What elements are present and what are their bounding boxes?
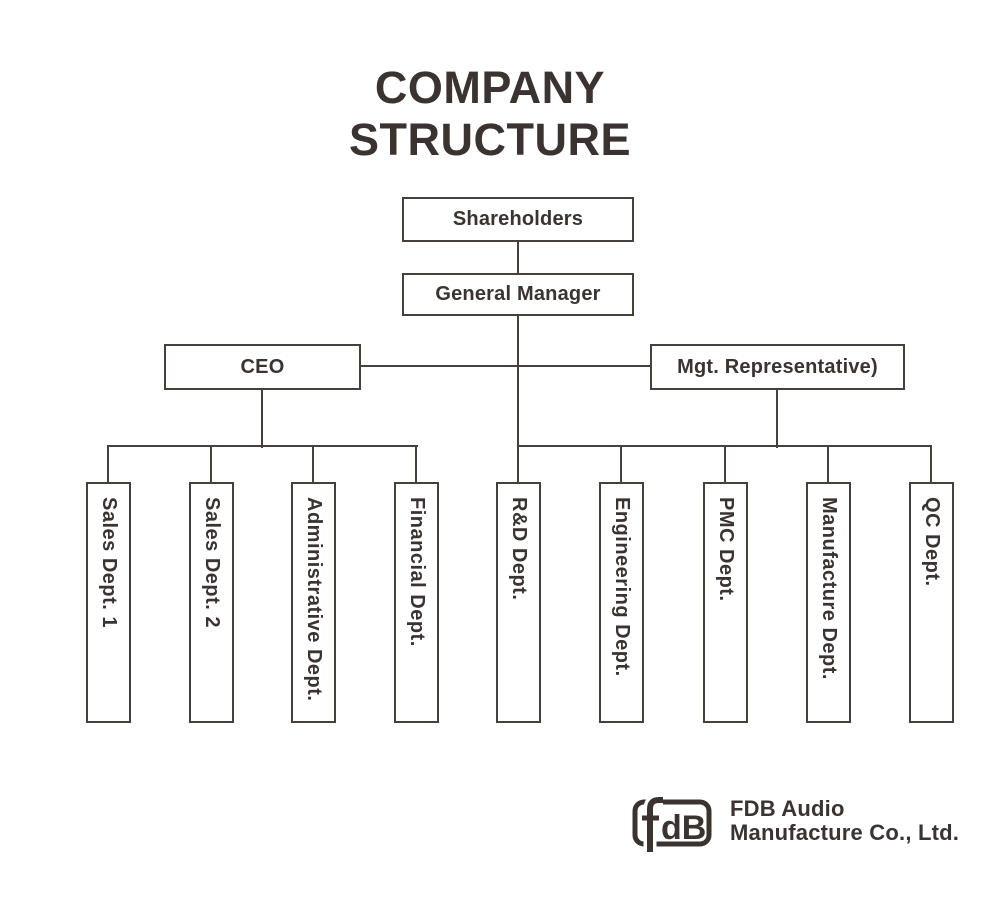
dept-label: Engineering Dept. [611, 497, 633, 677]
connector-drop-financial [415, 445, 417, 484]
dept-label: Manufacture Dept. [818, 497, 840, 680]
connector-drop-engineering [620, 445, 622, 484]
node-pmc-dept: PMC Dept. [703, 482, 748, 723]
node-label: Shareholders [452, 208, 584, 230]
dept-label: R&D Dept. [508, 497, 530, 601]
dept-label: Sales Dept. 2 [201, 497, 223, 629]
logo-db-letters: dB [661, 809, 706, 847]
node-ceo: CEO [164, 344, 361, 390]
node-label: Mgt. Representative) [677, 355, 878, 378]
connector-drop-rd [517, 445, 519, 484]
connector-ceo-mgt [360, 365, 651, 367]
node-rd-dept: R&D Dept. [496, 482, 541, 723]
node-qc-dept: QC Dept. [909, 482, 954, 723]
node-label: General Manager [435, 283, 601, 305]
dept-label: Administrative Dept. [303, 497, 325, 702]
node-general-manager: General Manager [402, 273, 634, 316]
connector-drop-qc [930, 445, 932, 484]
node-financial-dept: Financial Dept. [394, 482, 439, 723]
node-sales-dept-1: Sales Dept. 1 [86, 482, 131, 723]
node-engineering-dept: Engineering Dept. [599, 482, 644, 723]
connector-drop-administrative [312, 445, 314, 484]
connector-drop-sales2 [210, 445, 212, 484]
dept-label: Financial Dept. [406, 497, 428, 647]
company-logo: dB FDB Audio Manufacture Co., Ltd. [628, 793, 959, 855]
company-name-line2: Manufacture Co., Ltd. [730, 820, 960, 845]
node-label: CEO [240, 355, 285, 378]
node-administrative-dept: Administrative Dept. [291, 482, 336, 723]
connector-gm-bus [517, 315, 519, 448]
page-title: COMPANY STRUCTURE [349, 62, 631, 165]
connector-drop-sales1 [107, 445, 109, 484]
connector-drop-pmc [724, 445, 726, 484]
node-shareholders: Shareholders [402, 197, 634, 242]
node-manufacture-dept: Manufacture Dept. [806, 482, 851, 723]
connector-shareholders-gm [517, 241, 519, 274]
node-sales-dept-2: Sales Dept. 2 [189, 482, 234, 723]
node-mgt-representative: Mgt. Representative) [650, 344, 905, 390]
dept-label: QC Dept. [921, 497, 943, 587]
connector-drop-manufacture [827, 445, 829, 484]
dept-label: Sales Dept. 1 [98, 497, 120, 629]
dept-label: PMC Dept. [715, 497, 737, 602]
connector-left-bus [107, 445, 418, 447]
fdb-logo-icon: dB [632, 793, 712, 852]
company-name-line1: FDB Audio [730, 796, 845, 821]
connector-ceo-down [261, 389, 263, 448]
connector-mgt-down [776, 389, 778, 448]
company-name: FDB Audio Manufacture Co., Ltd. [730, 797, 959, 845]
